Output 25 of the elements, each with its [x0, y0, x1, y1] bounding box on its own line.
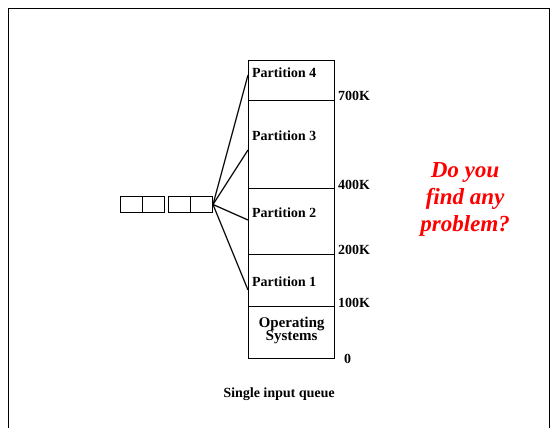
queue-slot: [190, 196, 213, 213]
partition-box: [248, 254, 335, 307]
queue-slot: [120, 196, 143, 213]
question-text: Do you find any problem?: [418, 156, 511, 237]
partition-box: [248, 100, 335, 189]
partition-box: [248, 60, 335, 101]
os-region-box: [248, 306, 335, 359]
partition-box: [248, 188, 335, 255]
address-label: 700K: [338, 89, 370, 105]
caption: Single input queue: [222, 386, 336, 402]
queue-slot: [142, 196, 165, 213]
address-label: 0: [344, 352, 351, 368]
connector-line: [212, 74, 249, 205]
address-label: 200K: [338, 243, 370, 259]
queue-slot: [168, 196, 191, 213]
address-label: 100K: [338, 296, 370, 312]
connector-line: [212, 150, 249, 205]
partition-label: Partition 3: [252, 129, 316, 145]
partition-label: Partition 1: [252, 275, 316, 291]
connector-line: [212, 204, 248, 221]
partition-label: Partition 2: [252, 206, 316, 222]
address-label: 400K: [338, 178, 370, 194]
partition-label: Partition 4: [252, 66, 316, 82]
connector-line: [212, 204, 249, 290]
partition-label: Operating Systems: [258, 317, 326, 343]
